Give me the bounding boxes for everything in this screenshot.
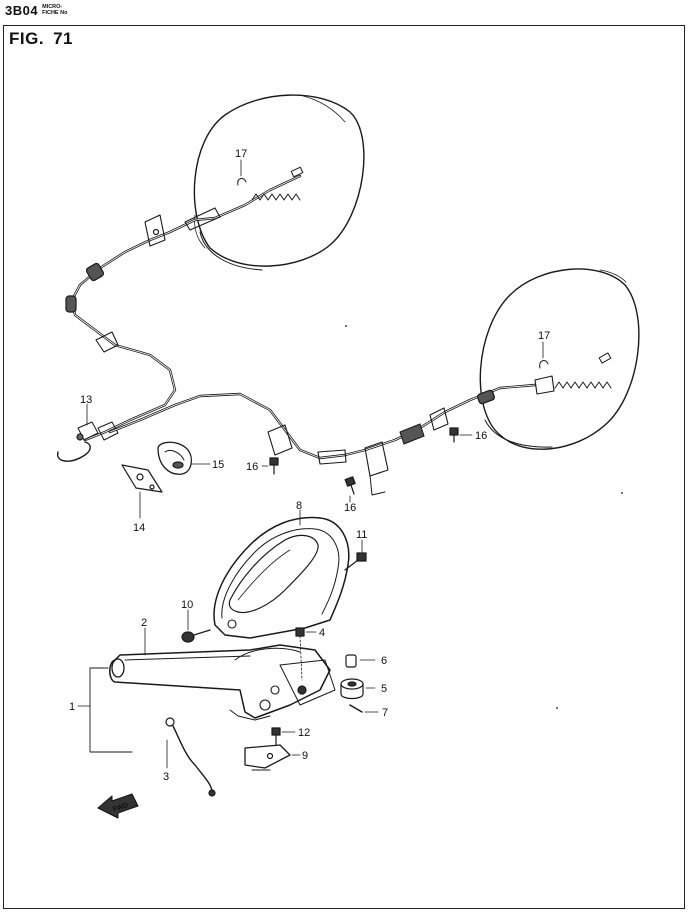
callout-16b: 16 [344, 502, 356, 514]
bolt-16-c [449, 427, 473, 443]
bushing-5 [340, 678, 376, 700]
callout-4: 4 [319, 627, 325, 639]
switch-3 [165, 717, 216, 797]
callout-14: 14 [133, 522, 145, 534]
screw-11 [344, 539, 367, 571]
grommet-15 [157, 441, 211, 475]
microfiche-label: MICRO- FICHE No [42, 4, 67, 16]
callout-17b: 17 [538, 330, 550, 342]
rear-brake-drum-upper [193, 94, 365, 271]
clip-17-b [539, 341, 549, 369]
callout-6: 6 [381, 655, 387, 667]
plate-14 [121, 464, 163, 519]
pin-6 [345, 654, 376, 668]
callout-1: 1 [69, 701, 75, 713]
fwd-label: FWD [112, 802, 129, 814]
bolt-16-b [344, 476, 356, 503]
callout-8: 8 [296, 500, 302, 512]
callout-5: 5 [381, 683, 387, 695]
callout-17a: 17 [235, 148, 247, 160]
callout-labels: 1 2 3 4 5 6 7 8 9 10 11 12 13 14 15 16 1… [69, 148, 550, 783]
parking-brake-cable-right [108, 352, 612, 496]
page-header: 3B04 MICRO- FICHE No [5, 3, 67, 18]
microfiche-line-2: FICHE No [42, 10, 68, 16]
forward-direction-arrow: FWD [97, 793, 139, 819]
microfiche-line-1: MICRO- [42, 4, 63, 10]
callout-3: 3 [163, 771, 169, 783]
callout-7: 7 [382, 707, 388, 719]
callout-10: 10 [181, 599, 193, 611]
callout-15: 15 [212, 459, 224, 471]
cotter-pin-7 [349, 704, 379, 713]
bracket-9 [244, 744, 301, 771]
callout-12: 12 [298, 727, 310, 739]
parking-brake-cable-left [56, 166, 304, 462]
bolt-4 [295, 627, 317, 681]
section-code: 3B04 [5, 3, 39, 18]
figure-prefix: FIG. [9, 29, 45, 48]
screw-10 [181, 609, 211, 643]
lever-cover-8 [213, 509, 350, 639]
callout-11: 11 [356, 529, 367, 541]
figure-title: FIG. 71 [9, 29, 73, 49]
bolt-16-a [261, 457, 279, 475]
assembly-bracket-1 [77, 667, 133, 753]
callout-13: 13 [80, 394, 92, 406]
rear-brake-drum-lower [479, 268, 640, 450]
callout-9: 9 [302, 750, 308, 762]
callout-16c: 16 [475, 430, 487, 442]
callout-16a: 16 [246, 461, 258, 473]
bolt-12 [271, 727, 296, 746]
callout-2: 2 [141, 617, 147, 629]
parking-brake-lever-2 [109, 627, 336, 721]
figure-number: 71 [53, 29, 73, 48]
clip-17-a [237, 159, 247, 186]
figure-frame [3, 25, 685, 909]
